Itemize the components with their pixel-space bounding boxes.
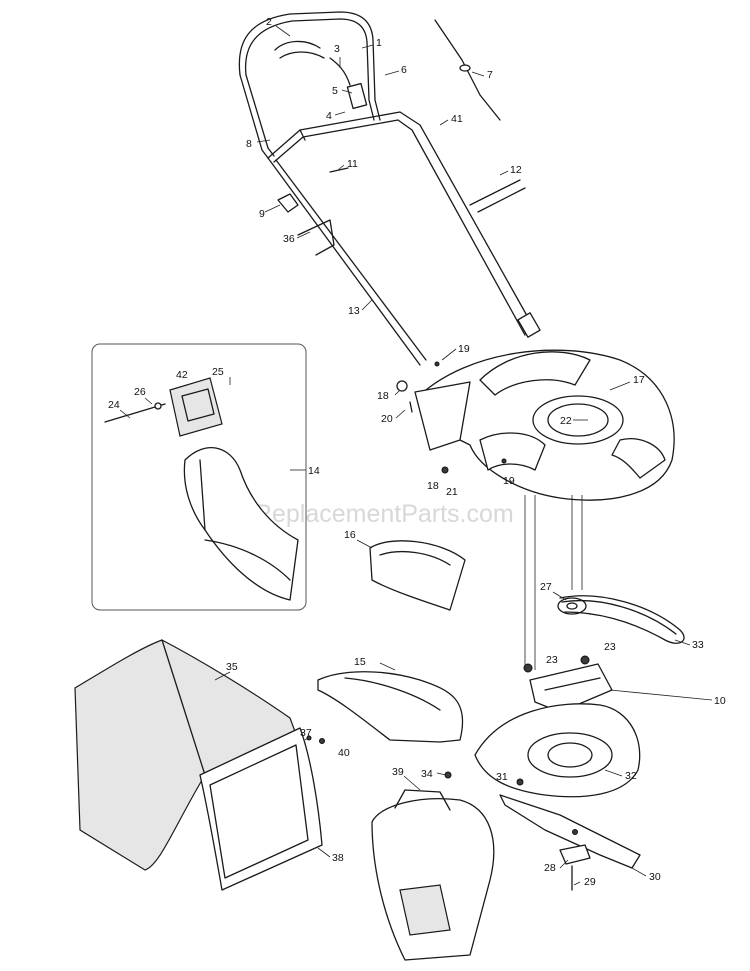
callout-6: 6 [401, 64, 407, 76]
callout-19: 19 [458, 343, 470, 355]
callout-2: 2 [266, 16, 272, 28]
callout-21: 21 [446, 486, 458, 498]
callout-18b: 18 [427, 480, 439, 492]
handle-knob-9 [277, 193, 299, 213]
screws-31-34 [444, 771, 524, 786]
control-bail [329, 57, 368, 110]
deflector-16 [369, 540, 466, 611]
callout-38: 38 [332, 852, 344, 864]
bracket-36 [297, 219, 335, 256]
callout-20: 20 [381, 413, 393, 425]
blade-adapter-28-29 [559, 844, 591, 891]
callout-18: 18 [377, 390, 389, 402]
hardware-18-19-20 [396, 361, 507, 474]
callout-16: 16 [344, 529, 356, 541]
callout-9: 9 [259, 208, 265, 220]
callout-23b: 23 [604, 641, 616, 653]
callout-10: 10 [714, 695, 726, 707]
side-chute-15 [317, 671, 464, 743]
grass-bag-35 [74, 639, 301, 871]
callout-39: 39 [392, 766, 404, 778]
blade-housing-32 [474, 703, 641, 798]
callout-35: 35 [226, 661, 238, 673]
callout-24: 24 [108, 399, 120, 411]
leader-lines [119, 25, 713, 886]
callout-5: 5 [332, 85, 338, 97]
callout-11: 11 [347, 158, 358, 170]
mulch-plug-14 [183, 447, 299, 601]
callout-4: 4 [326, 110, 332, 122]
rear-cover-39 [371, 789, 495, 961]
callout-14: 14 [308, 465, 320, 477]
bolt-11 [329, 167, 349, 173]
callout-42: 42 [176, 369, 188, 381]
lower-handle [267, 111, 541, 366]
transmission-10 [529, 663, 613, 713]
callout-15: 15 [354, 656, 366, 668]
callout-30: 30 [649, 871, 661, 883]
callout-13: 13 [348, 305, 360, 317]
mower-deck [414, 349, 675, 501]
callout-17: 17 [633, 374, 645, 386]
callout-1: 1 [376, 37, 382, 49]
belt-33 [559, 595, 685, 644]
callout-8: 8 [246, 138, 252, 150]
upper-handle [238, 11, 381, 159]
cable-7 [434, 19, 501, 121]
callout-3: 3 [334, 43, 340, 55]
bag-frame-38 [199, 727, 323, 891]
callout-36: 36 [283, 233, 295, 245]
callout-34: 34 [421, 768, 433, 780]
callout-33: 33 [692, 639, 704, 651]
nuts-23 [523, 655, 590, 673]
callout-7: 7 [487, 69, 493, 81]
callout-28: 28 [544, 862, 556, 874]
hardware-37-40 [306, 735, 325, 744]
callout-41: 41 [451, 113, 463, 125]
callout-labels: 1 2 3 5 6 4 7 41 8 11 12 9 36 13 19 17 1… [108, 16, 726, 888]
callout-27: 27 [540, 581, 552, 593]
watermark-text: eReplacementParts.com [240, 500, 514, 528]
callout-26: 26 [134, 386, 146, 398]
callout-29: 29 [584, 876, 596, 888]
door-42 [169, 377, 223, 437]
callout-31: 31 [496, 771, 508, 783]
inset-box [91, 343, 307, 611]
callout-19b: 19 [503, 475, 515, 487]
callout-40: 40 [338, 747, 350, 759]
callout-32: 32 [625, 770, 637, 782]
callout-37: 37 [300, 727, 312, 739]
callout-12: 12 [510, 164, 522, 176]
callout-25: 25 [212, 366, 224, 378]
callout-23: 23 [546, 654, 558, 666]
cable-12 [469, 179, 526, 213]
rod-24-26 [104, 402, 166, 423]
callout-22: 22 [560, 415, 572, 427]
